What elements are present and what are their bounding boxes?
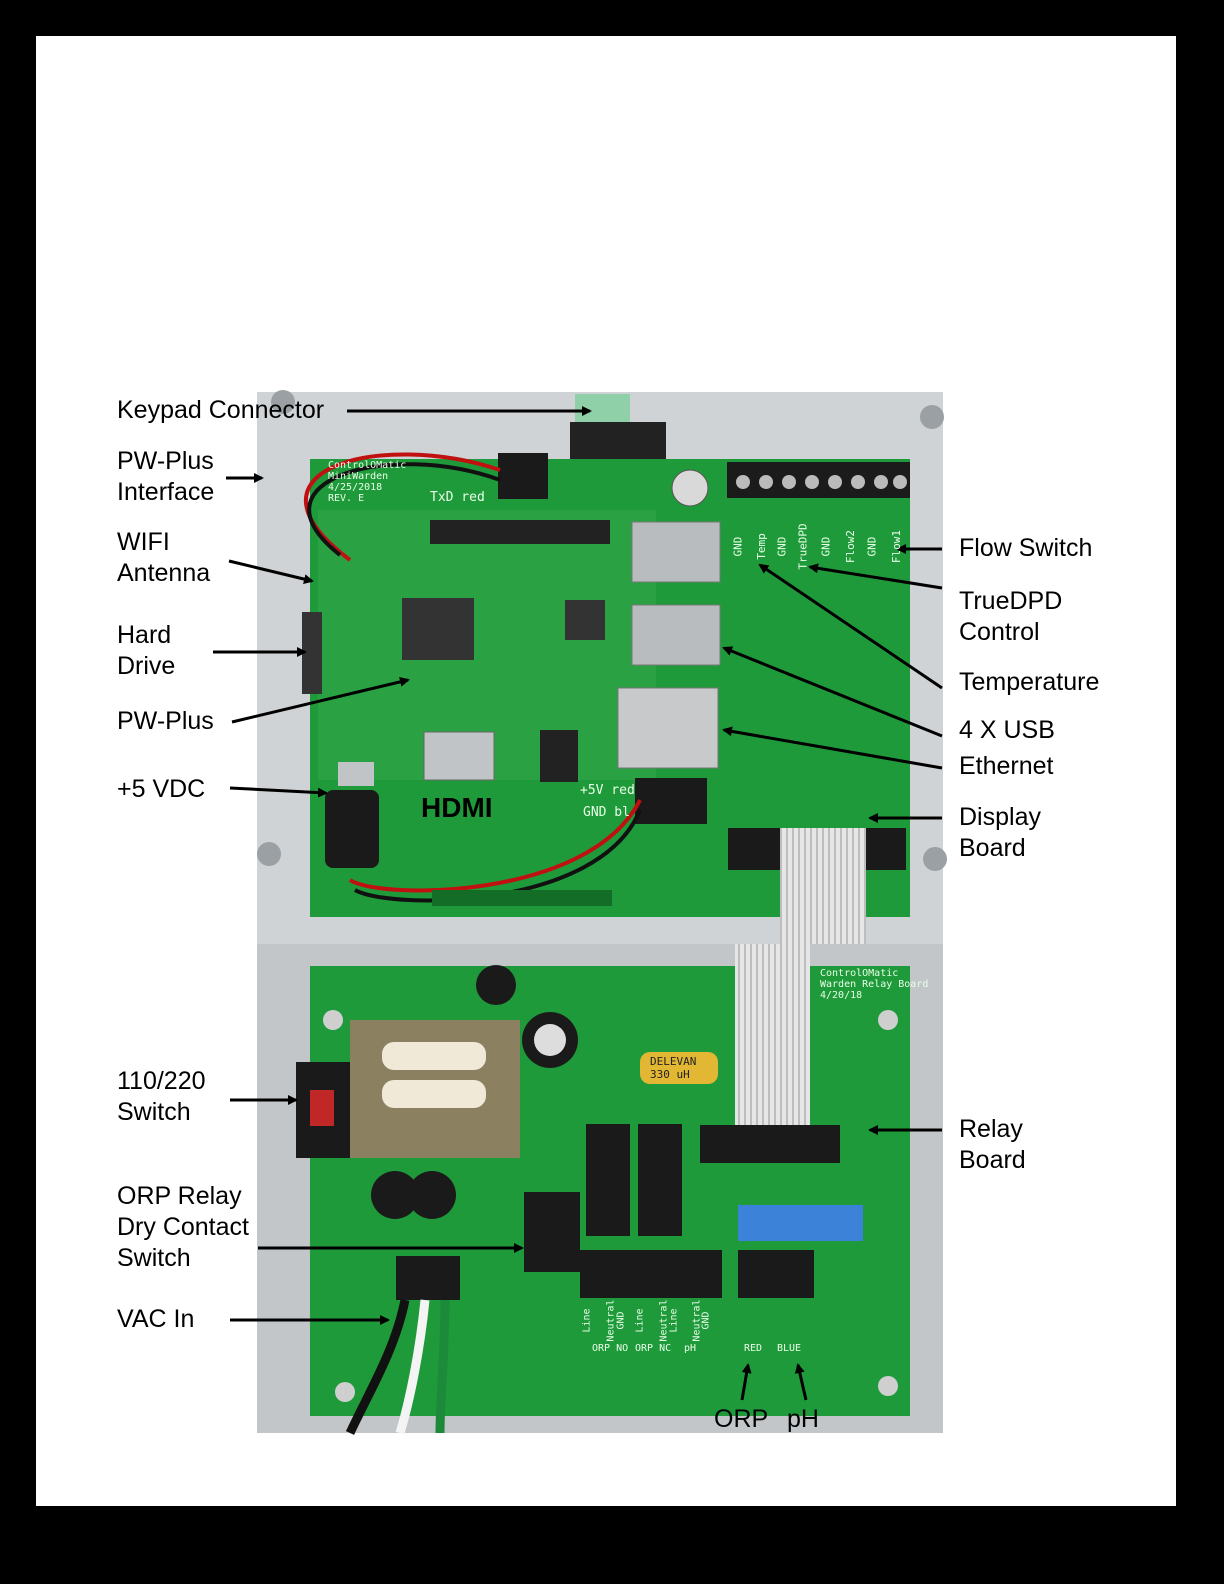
relay-terminal-label: Line	[581, 1308, 593, 1333]
inductor	[640, 1052, 718, 1084]
sensor-group-label: RED	[744, 1343, 763, 1354]
hdmi-port	[423, 731, 495, 781]
orp-dry-contact-switch	[524, 1192, 580, 1272]
arrow-usb	[722, 646, 943, 738]
main-board-silkscreen: ControlOMatic MiniWarden 4/25/2018 REV. …	[328, 460, 407, 504]
arrow-truedpd-control	[808, 563, 943, 590]
terminal-label: GND	[731, 536, 745, 557]
usb-port-lower	[631, 604, 721, 666]
gnd-black-silkscreen: GND bl	[583, 805, 630, 820]
arrow-plus-5vdc	[229, 786, 328, 798]
label-110-220-switch: 110/220 Switch	[117, 1067, 206, 1126]
vac-terminal-block	[396, 1256, 460, 1300]
txd-red-silkscreen: TxD red	[430, 490, 485, 505]
lower-enclosure	[257, 944, 943, 1435]
relay-terminal-label: Line	[668, 1308, 680, 1333]
relay-group-label: ORP NO	[592, 1343, 629, 1354]
relay-group-label: pH	[684, 1343, 697, 1354]
terminal-label: Flow1	[890, 529, 904, 564]
arrow-pw-plus	[231, 676, 410, 724]
plus5v-red-silkscreen: +5V red	[580, 783, 635, 798]
power-input-connector	[635, 778, 707, 824]
arrow-wifi-antenna	[228, 559, 314, 584]
arrow-ph	[794, 1363, 808, 1401]
label-orp: ORP	[714, 1405, 769, 1433]
terminal-label: GND	[865, 536, 879, 557]
power-cable-plug	[325, 790, 379, 868]
relay-2	[638, 1124, 682, 1236]
sd-card-slot	[302, 612, 322, 694]
keypad-ribbon	[575, 394, 630, 424]
label-pw-plus-interface: PW-Plus Interface	[117, 447, 215, 506]
display-ribbon-cable	[780, 828, 866, 944]
label-hard-drive: Hard Drive	[117, 621, 176, 680]
label-ethernet: Ethernet	[959, 752, 1054, 780]
pw-plus-interface-connector	[498, 453, 548, 499]
upper-enclosure	[257, 390, 947, 944]
relay-1	[586, 1124, 630, 1236]
inductor-text: DELEVAN 330 uH	[650, 1055, 697, 1081]
label-flow-switch: Flow Switch	[959, 534, 1093, 562]
annotation-arrows	[213, 406, 943, 1401]
label-temperature: Temperature	[959, 668, 1100, 696]
label-wifi-antenna: WIFI Antenna	[117, 528, 211, 587]
label-usb: 4 X USB	[959, 716, 1055, 744]
relay-ribbon-connector	[700, 1125, 840, 1163]
usb-chip	[565, 600, 605, 640]
hdmi-label: HDMI	[421, 792, 493, 823]
terminal-label: Flow2	[844, 529, 858, 564]
label-plus-5vdc: +5 VDC	[117, 775, 206, 803]
relay-output-terminals	[580, 1250, 722, 1298]
terminal-label: TrueDPD	[796, 523, 810, 570]
terminal-label: GND	[775, 536, 789, 557]
sensor-group-label: BLUE	[777, 1343, 802, 1354]
reed-relay	[738, 1205, 863, 1241]
terminal-label: GND	[819, 536, 833, 557]
label-truedpd-control: TrueDPD Control	[959, 587, 1063, 646]
usb-port-upper	[631, 521, 721, 583]
relay-terminal-label: GND	[700, 1311, 712, 1330]
label-orp-relay: ORP Relay Dry Contact Switch	[117, 1182, 249, 1272]
sensor-input-terminals	[738, 1250, 814, 1298]
label-pw-plus: PW-Plus	[117, 707, 214, 735]
relay-group-label: ORP NC	[635, 1343, 672, 1354]
label-keypad-connector: Keypad Connector	[117, 396, 325, 424]
keypad-connector	[570, 422, 666, 466]
relay-terminal-label: GND	[615, 1311, 627, 1330]
ethernet-port	[617, 687, 719, 769]
gpio-header	[430, 520, 610, 544]
label-ph: pH	[787, 1405, 819, 1433]
label-vac-in: VAC In	[117, 1305, 195, 1333]
arrow-orp	[740, 1363, 752, 1401]
soc-chip	[402, 598, 474, 660]
label-relay-board: Relay Board	[959, 1115, 1026, 1174]
arrow-ethernet	[722, 726, 943, 770]
label-display-board: Display Board	[959, 803, 1041, 862]
page-bottom-border	[0, 1506, 1224, 1584]
relay-board-silkscreen: ControlOMatic Warden Relay Board 4/20/18	[820, 968, 929, 1001]
relay-terminal-label: Line	[634, 1308, 646, 1333]
arrow-temperature	[758, 563, 943, 690]
terminal-label: Temp	[754, 533, 768, 560]
